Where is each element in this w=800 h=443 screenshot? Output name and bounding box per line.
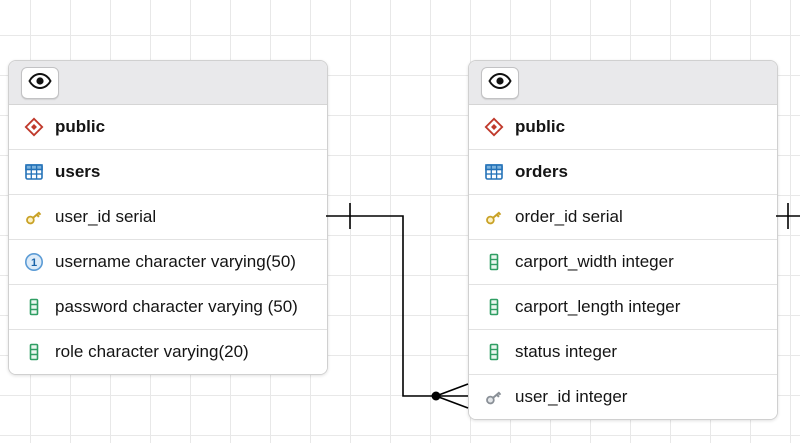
eye-icon [488, 71, 512, 94]
column-row: carport_length integer [469, 285, 777, 330]
column-text: status integer [515, 342, 618, 361]
foreign-key-icon [483, 386, 505, 408]
schema-diamond-icon [483, 116, 505, 138]
table-name-row: orders [469, 150, 777, 195]
column-icon [23, 341, 45, 363]
svg-text:1: 1 [31, 257, 37, 269]
schema-diamond-icon [23, 116, 45, 138]
table-node-header [469, 61, 777, 105]
table-node-users[interactable]: public users [8, 60, 328, 375]
column-text: role character varying(20) [55, 342, 249, 361]
table-node-header [9, 61, 327, 105]
primary-key-icon [483, 206, 505, 228]
column-icon [23, 296, 45, 318]
schema-name: public [55, 117, 106, 136]
column-text: order_id serial [515, 207, 623, 226]
column-icon [483, 341, 505, 363]
column-text: username character varying(50) [55, 252, 296, 271]
column-icon [483, 296, 505, 318]
primary-key-icon [23, 206, 45, 228]
details-toggle-button[interactable] [21, 66, 59, 99]
schema-row: public [469, 105, 777, 150]
column-row: carport_width integer [469, 240, 777, 285]
column-row: status integer [469, 330, 777, 375]
table-name: users [55, 162, 101, 181]
column-text: carport_length integer [515, 297, 681, 316]
cardinality-many-dot [431, 391, 441, 401]
column-row: role character varying(20) [9, 330, 327, 374]
eye-icon [28, 71, 52, 94]
column-text: password character varying (50) [55, 297, 298, 316]
column-row: user_id integer [469, 375, 777, 419]
column-row: 1 username character varying(50) [9, 240, 327, 285]
table-name: orders [515, 162, 568, 181]
table-name-row: users [9, 150, 327, 195]
column-icon [483, 251, 505, 273]
relationship-line-users-orders [326, 215, 436, 397]
column-row: order_id serial [469, 195, 777, 240]
column-row: password character varying (50) [9, 285, 327, 330]
column-text: carport_width integer [515, 252, 674, 271]
column-row: user_id serial [9, 195, 327, 240]
table-node-orders[interactable]: public orders [468, 60, 778, 420]
column-text: user_id integer [515, 387, 628, 406]
unique-one-icon: 1 [23, 251, 45, 273]
table-icon [23, 161, 45, 183]
schema-row: public [9, 105, 327, 150]
schema-name: public [515, 117, 566, 136]
crows-foot-many [435, 383, 469, 409]
table-icon [483, 161, 505, 183]
details-toggle-button[interactable] [481, 66, 519, 99]
column-text: user_id serial [55, 207, 157, 226]
